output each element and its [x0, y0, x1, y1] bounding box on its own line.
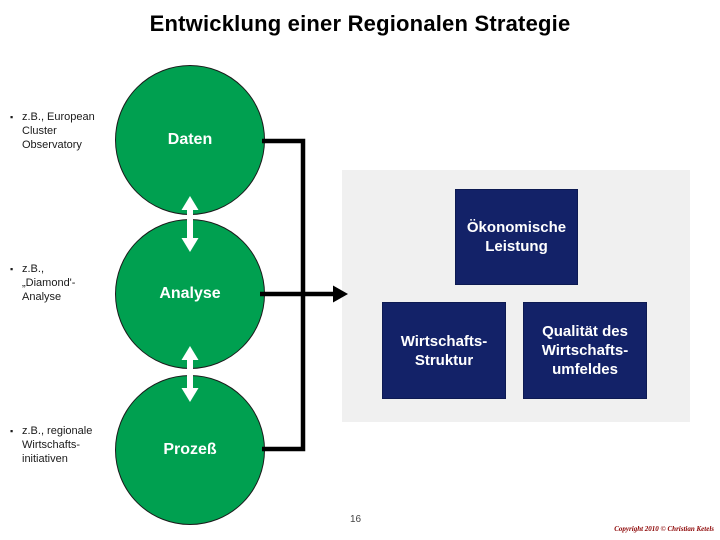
circle-label: Analyse — [159, 285, 221, 302]
box-label: Ökonomische Leistung — [466, 219, 567, 255]
circle-label: Prozeß — [163, 441, 217, 458]
circle-label: Daten — [167, 131, 213, 148]
bullet-label: z.B., European Cluster Observatory — [22, 111, 95, 151]
circle-analyse: Analyse — [115, 219, 265, 369]
bullet-item-regionale-wirtschaftsinitiativen: ▪ z.B., regionale Wirtschafts-initiative… — [10, 424, 122, 466]
box-oekonomische-leistung: Ökonomische Leistung — [455, 189, 578, 285]
circle-daten: Daten — [115, 65, 265, 215]
bullet-marker: ▪ — [10, 426, 14, 436]
box-label: Qualität des Wirtschafts-umfeldes — [541, 323, 629, 378]
bullet-item-diamond-analyse: ▪ z.B., „Diamond'-Analyse — [10, 262, 98, 304]
circle-prozess: Prozeß — [115, 375, 265, 525]
bullet-label: z.B., regionale Wirtschafts-initiativen — [22, 425, 93, 465]
box-wirtschafts-struktur: Wirtschafts-Struktur — [382, 302, 506, 399]
bracket-connector — [262, 138, 306, 452]
bullet-marker: ▪ — [10, 264, 14, 274]
page-number: 16 — [350, 514, 362, 525]
bullet-label: z.B., „Diamond'-Analyse — [22, 263, 76, 303]
copyright-text: Copyright 2010 © Christian Ketels — [614, 525, 714, 533]
bullet-marker: ▪ — [10, 112, 14, 122]
page-title: Entwicklung einer Regionalen Strategie — [149, 11, 571, 36]
analyse-to-panel-arrow — [260, 285, 348, 303]
box-label: Wirtschafts-Struktur — [400, 332, 488, 369]
box-qualitaet-des-wirtschaftsumfeldes: Qualität des Wirtschafts-umfeldes — [523, 302, 647, 399]
bullet-item-european-cluster-observatory: ▪ z.B., European Cluster Observatory — [10, 110, 118, 152]
